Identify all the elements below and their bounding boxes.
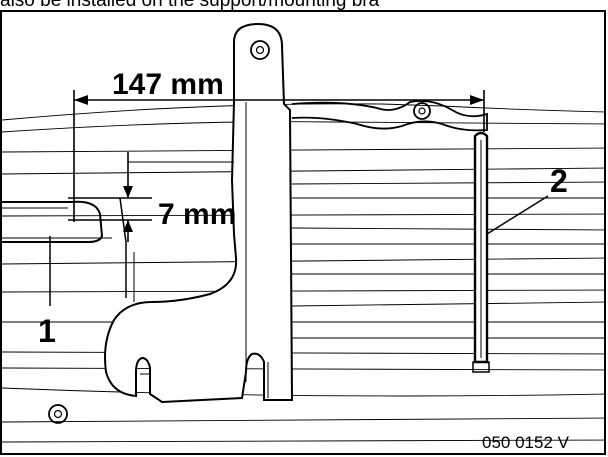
dimension-147mm-label: 147 mm bbox=[112, 68, 224, 101]
leader-line-2 bbox=[486, 195, 549, 235]
figure-code: 050 0152 V bbox=[482, 433, 570, 452]
callout-label-1: 1 bbox=[38, 313, 56, 349]
caption-text: also be installed on the support/mountin… bbox=[0, 0, 380, 11]
upper-bracket-outline bbox=[291, 100, 488, 132]
mounting-bracket-outline bbox=[104, 22, 294, 404]
grille-lines bbox=[2, 103, 604, 443]
technical-drawing: 147 mm 7 mm 1 2 050 0152 V bbox=[2, 22, 604, 452]
figure-frame: 147 mm 7 mm 1 2 050 0152 V bbox=[0, 10, 606, 455]
callout-label-2: 2 bbox=[550, 163, 568, 199]
left-bracket-outline bbox=[2, 200, 104, 243]
dimension-147mm bbox=[73, 90, 485, 222]
bracket-hole-icon bbox=[250, 40, 270, 60]
dimension-7mm-label: 7 mm bbox=[158, 198, 236, 231]
upper-bolt-icon bbox=[413, 102, 431, 120]
lower-nut-icon bbox=[48, 404, 68, 424]
